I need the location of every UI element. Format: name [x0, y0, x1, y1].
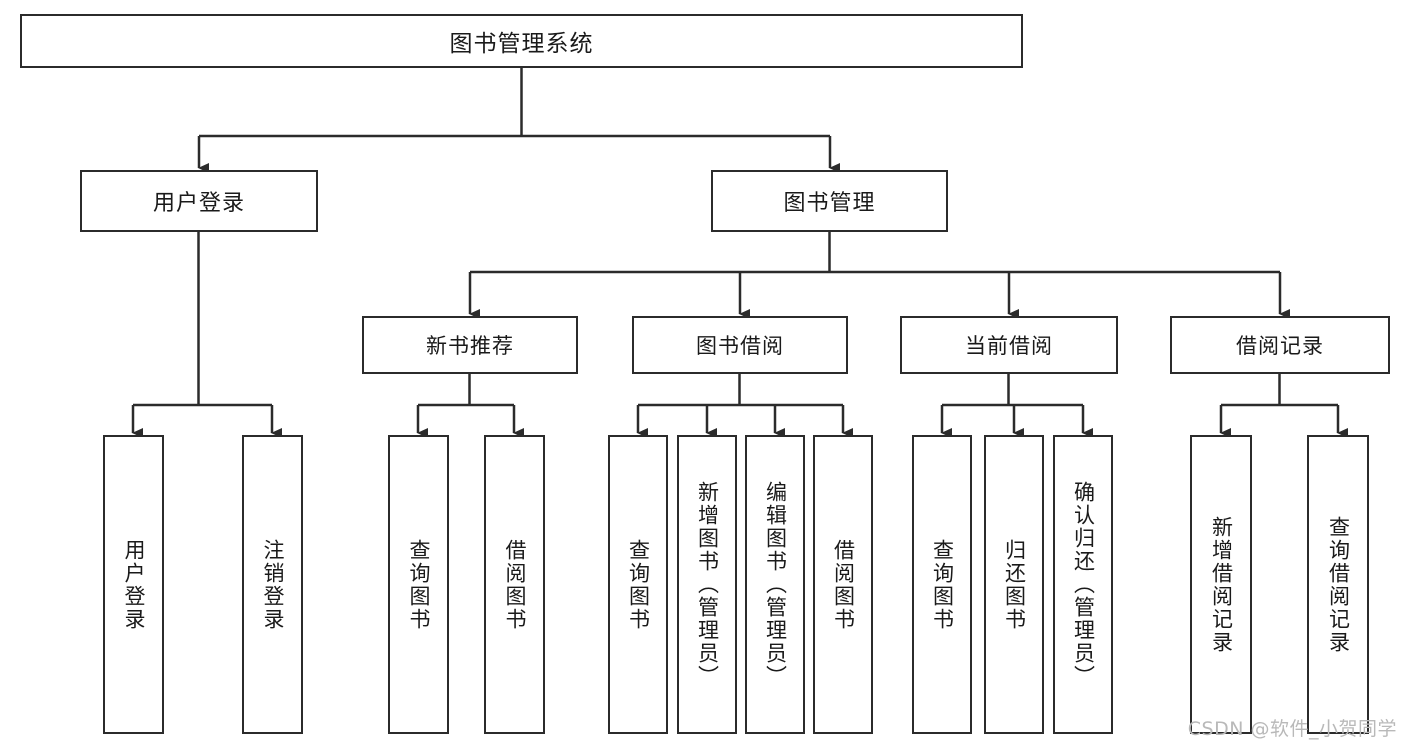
node-label: 图书管理 — [783, 191, 876, 216]
node-user-login[interactable]: 用户登录 — [80, 170, 318, 232]
node-label: 查询图书 — [407, 538, 431, 631]
node-leaf-edit-book[interactable]: 编辑图书（管理员） — [745, 435, 805, 734]
node-leaf-query-book-rec[interactable]: 查询图书 — [388, 435, 449, 734]
node-label: 归还图书 — [1002, 538, 1027, 631]
node-label: 用户登录 — [122, 538, 146, 631]
node-leaf-user-login[interactable]: 用户登录 — [103, 435, 164, 734]
node-root[interactable]: 图书管理系统 — [20, 14, 1023, 68]
node-leaf-return-book[interactable]: 归还图书 — [984, 435, 1044, 734]
node-label: 注销登录 — [261, 538, 285, 631]
node-label: 新增借阅记录 — [1209, 515, 1234, 654]
node-label: 确认归还（管理员） — [1071, 481, 1096, 688]
node-label: 查询图书 — [930, 538, 955, 631]
node-leaf-query-borrow-record[interactable]: 查询借阅记录 — [1307, 435, 1369, 734]
node-label: 查询图书 — [626, 538, 651, 631]
node-leaf-add-borrow-record[interactable]: 新增借阅记录 — [1190, 435, 1252, 734]
node-new-book-recommend[interactable]: 新书推荐 — [362, 316, 578, 374]
node-leaf-query-book-br[interactable]: 查询图书 — [608, 435, 668, 734]
node-borrow-record[interactable]: 借阅记录 — [1170, 316, 1390, 374]
node-label: 借阅记录 — [1236, 334, 1324, 358]
node-label: 查询借阅记录 — [1326, 515, 1351, 654]
watermark-label: CSDN @软件_小贺同学 — [1187, 718, 1397, 740]
node-book-manage[interactable]: 图书管理 — [711, 170, 948, 232]
node-book-borrow[interactable]: 图书借阅 — [632, 316, 848, 374]
node-label: 借阅图书 — [503, 538, 527, 631]
node-label: 图书管理系统 — [449, 31, 594, 57]
edge-group — [131, 68, 1348, 438]
node-label: 编辑图书（管理员） — [763, 481, 788, 688]
node-label: 用户登录 — [152, 191, 245, 216]
node-leaf-borrow-book-rec[interactable]: 借阅图书 — [484, 435, 545, 734]
node-leaf-add-book[interactable]: 新增图书（管理员） — [677, 435, 737, 734]
node-current-borrow[interactable]: 当前借阅 — [900, 316, 1118, 374]
node-leaf-borrow-book-br[interactable]: 借阅图书 — [813, 435, 873, 734]
node-label: 当前借阅 — [965, 334, 1053, 358]
node-label: 新增图书（管理员） — [695, 481, 720, 688]
node-leaf-confirm-return[interactable]: 确认归还（管理员） — [1053, 435, 1113, 734]
node-leaf-query-book-cb[interactable]: 查询图书 — [912, 435, 972, 734]
node-label: 借阅图书 — [831, 538, 856, 631]
node-label: 图书借阅 — [696, 334, 784, 358]
node-leaf-user-logout[interactable]: 注销登录 — [242, 435, 303, 734]
node-label: 新书推荐 — [426, 334, 514, 358]
